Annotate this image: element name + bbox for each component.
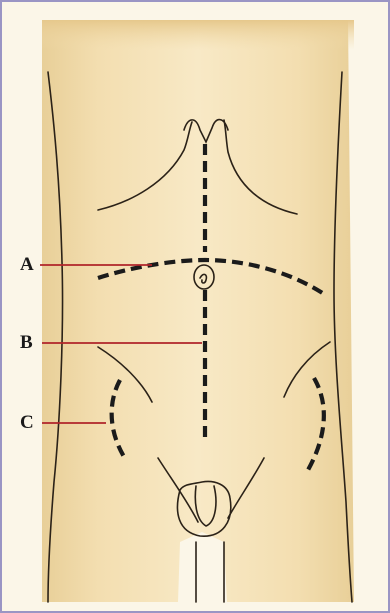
upper-shading <box>42 20 354 140</box>
label-b: B <box>20 333 33 352</box>
label-c: C <box>20 413 34 432</box>
label-a: A <box>20 255 34 274</box>
